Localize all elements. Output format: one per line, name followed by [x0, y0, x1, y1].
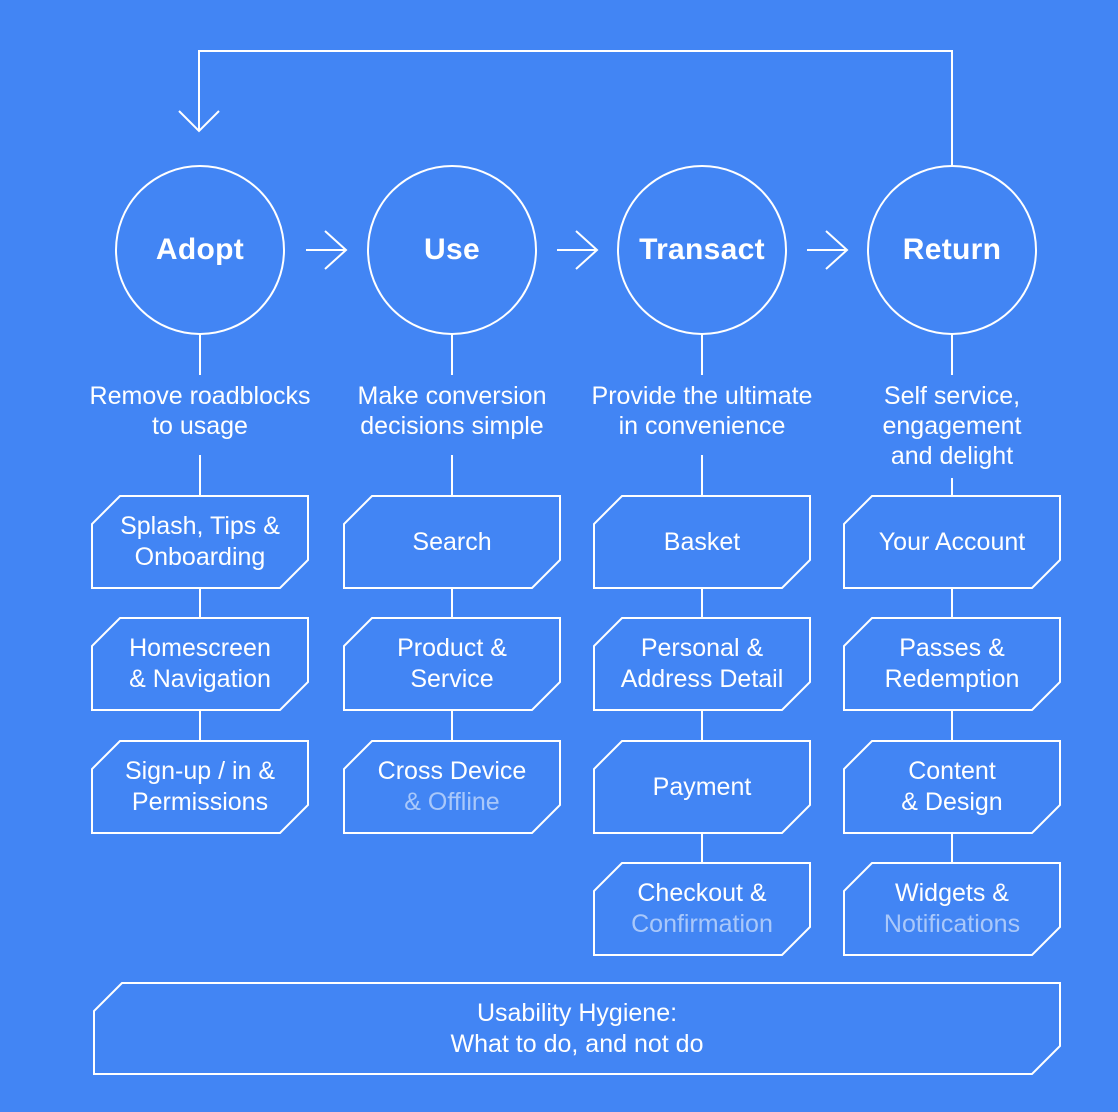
box-outline-signup-permissions	[91, 740, 309, 834]
box-outline-basket	[593, 495, 811, 589]
stage-label-transact: Transact	[639, 233, 765, 266]
box-label-product-service: Product & Service	[344, 618, 560, 710]
box-label-passes-redemption: Passes & Redemption	[844, 618, 1060, 710]
box-line-1: Checkout &	[637, 879, 767, 907]
box-line-1: Sign-up / in &	[124, 757, 276, 785]
box-label-your-account: Your Account	[844, 496, 1060, 588]
arrow-transact-to-return-icon	[807, 230, 849, 270]
stage-label-adopt: Adopt	[155, 233, 245, 266]
box-line-1: Personal &	[640, 634, 764, 662]
box-outline-splash-tips-onboarding	[91, 495, 309, 589]
box-label-search: Search	[344, 496, 560, 588]
box-line-1: Content	[908, 757, 996, 785]
box-outline-search	[343, 495, 561, 589]
box-label-signup-permissions: Sign-up / in & Permissions	[92, 741, 308, 833]
box-line-1: Product &	[397, 634, 507, 662]
box-line-1: Search	[412, 527, 492, 556]
box-line-1: Cross Device	[377, 757, 527, 785]
box-line-2: Onboarding	[134, 543, 266, 571]
box-outline-homescreen-navigation	[91, 617, 309, 711]
box-label-content-design: Content & Design	[844, 741, 1060, 833]
box-label-splash-tips-onboarding: Splash, Tips & Onboarding	[92, 496, 308, 588]
box-label-widgets-notifications: Widgets & Notifications	[844, 863, 1060, 955]
box-outline-checkout-confirmation	[593, 862, 811, 956]
stage-description-transact: Provide the ultimate in convenience	[591, 382, 813, 440]
box-label-cross-device-offline: Cross Device & Offline	[344, 741, 560, 833]
box-line-1: Homescreen	[129, 634, 271, 662]
stage-label-return: Return	[902, 233, 1002, 266]
box-line-2: Confirmation	[631, 910, 773, 938]
box-line-1: Payment	[652, 772, 752, 801]
box-label-checkout-confirmation: Checkout & Confirmation	[594, 863, 810, 955]
box-line-2: Notifications	[883, 910, 1021, 938]
arrow-use-to-transact-icon	[557, 230, 599, 270]
box-line-1: Your Account	[878, 527, 1026, 556]
box-line-2: & Design	[901, 788, 1003, 816]
box-outline-cross-device-offline	[343, 740, 561, 834]
stage-label-use: Use	[424, 233, 480, 266]
box-line-2: Service	[410, 665, 494, 693]
arrow-adopt-to-use-icon	[306, 230, 348, 270]
box-line-2: Redemption	[884, 665, 1020, 693]
box-label-personal-address-detail: Personal & Address Detail	[594, 618, 810, 710]
stage-description-use: Make conversion decisions simple	[357, 382, 547, 440]
box-line-1: Basket	[663, 527, 741, 556]
usability-hygiene-box-outline	[93, 982, 1061, 1075]
box-line-2: Permissions	[131, 788, 269, 816]
return-loop-line	[198, 50, 953, 167]
box-line-1: Widgets &	[895, 879, 1009, 907]
box-label-payment: Payment	[594, 741, 810, 833]
box-outline-personal-address-detail	[593, 617, 811, 711]
box-line-2: Address Detail	[620, 665, 784, 693]
stage-description-return: Self service, engagement and delight	[882, 382, 1022, 470]
box-label-homescreen-navigation: Homescreen & Navigation	[92, 618, 308, 710]
box-line-2: & Navigation	[129, 665, 271, 693]
box-line-2: & Offline	[404, 788, 500, 816]
box-outline-your-account	[843, 495, 1061, 589]
box-line-1: Splash, Tips &	[120, 512, 280, 540]
stage-description-adopt: Remove roadblocks to usage	[89, 382, 311, 440]
box-outline-passes-redemption	[843, 617, 1061, 711]
return-loop-arrowhead-icon	[178, 110, 220, 133]
box-outline-content-design	[843, 740, 1061, 834]
usability-hygiene-label: Usability Hygiene: What to do, and not d…	[450, 998, 704, 1058]
box-outline-product-service	[343, 617, 561, 711]
box-outline-payment	[593, 740, 811, 834]
box-line-1: Passes &	[899, 634, 1005, 662]
box-label-basket: Basket	[594, 496, 810, 588]
box-outline-widgets-notifications	[843, 862, 1061, 956]
